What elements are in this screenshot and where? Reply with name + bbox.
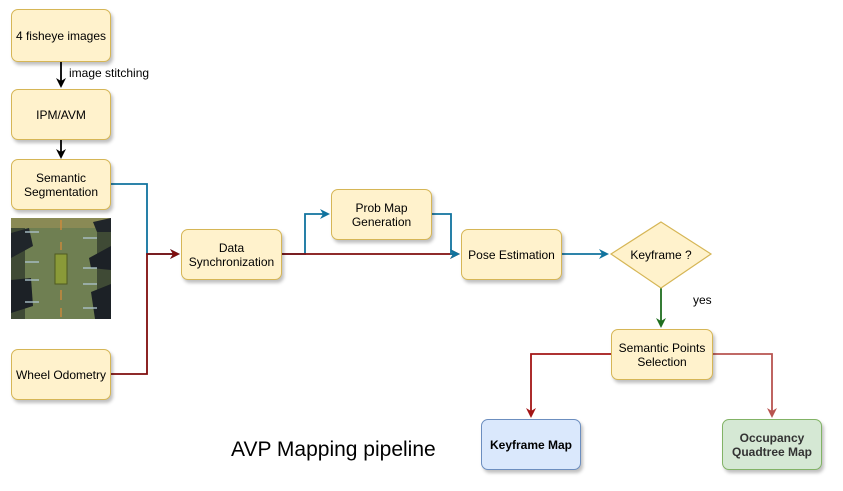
- keyframe-decision-diamond: [609, 221, 713, 289]
- label-image-stitching: image stitching: [69, 66, 150, 80]
- edge-wheel-datasync: [111, 249, 180, 375]
- edge-sempoints-occupancy: [713, 353, 777, 418]
- node-ipm-avm: IPM/AVM: [11, 89, 111, 140]
- node-wheel-odometry: Wheel Odometry: [11, 349, 111, 400]
- node-prob-map-generation: Prob Map Generation: [331, 189, 432, 240]
- node-occupancy-quadtree-map: Occupancy Quadtree Map: [722, 419, 822, 470]
- edge-probmap-pose: [432, 213, 460, 259]
- label-yes: yes: [693, 293, 712, 307]
- node-fisheye-images: 4 fisheye images: [11, 9, 111, 62]
- node-data-synchronization: Data Synchronization: [181, 229, 282, 280]
- node-keyframe-map: Keyframe Map: [481, 419, 581, 470]
- edge-datasync-probmap: [282, 209, 330, 255]
- node-semantic-segmentation: Semantic Segmentation: [11, 159, 111, 210]
- node-pose-estimation: Pose Estimation: [461, 229, 562, 280]
- edge-semseg-datasync: [111, 183, 180, 259]
- node-semantic-points-selection: Semantic Points Selection: [611, 329, 713, 380]
- node-keyframe-question: Keyframe ?: [630, 248, 692, 262]
- edge-sempoints-keyframemap: [526, 353, 611, 418]
- avm-birdseye-image: [11, 218, 111, 319]
- diagram-title: AVP Mapping pipeline: [231, 438, 436, 461]
